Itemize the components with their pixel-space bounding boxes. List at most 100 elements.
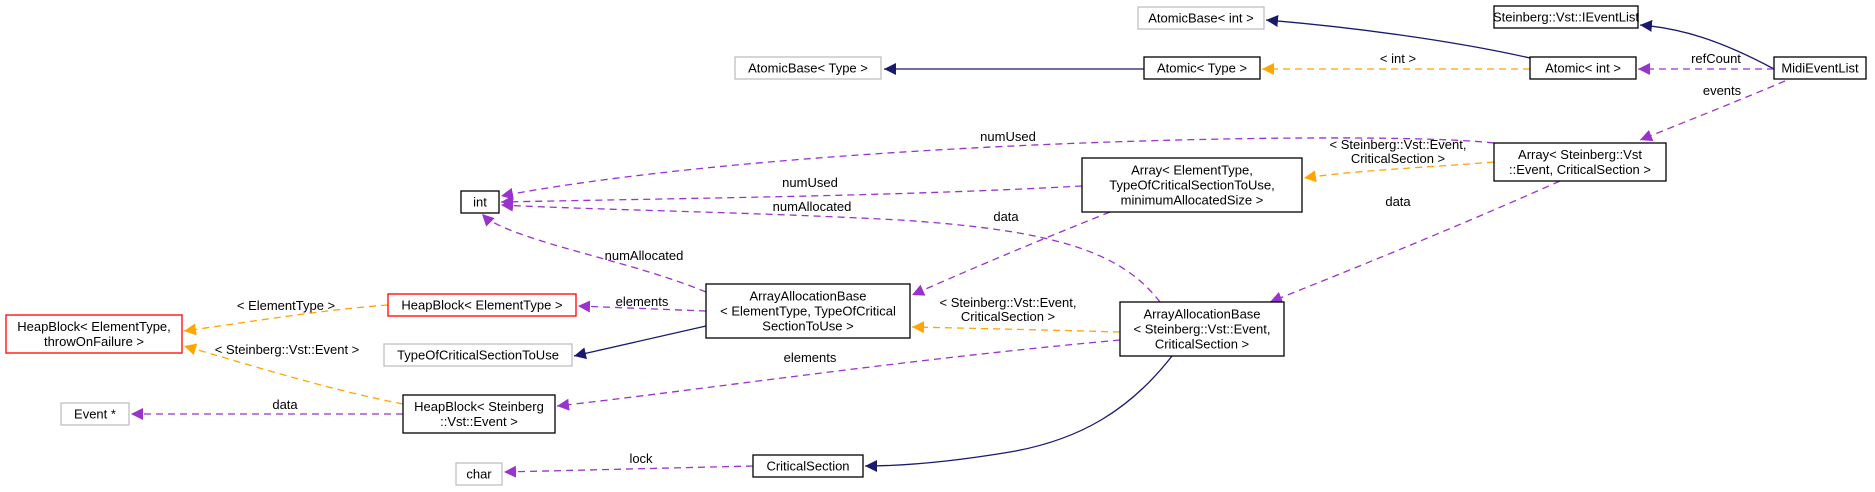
node-box <box>1143 56 1261 80</box>
edge-arraygeneric-numused <box>500 185 1083 208</box>
node-box <box>387 293 577 317</box>
edge-atomicint-to-atomicbaseint <box>1265 15 1531 59</box>
node-box <box>705 283 911 339</box>
edge-label-line: < int > <box>1380 51 1416 66</box>
node-label: ArrayAllocationBase <box>1143 307 1260 322</box>
node-box <box>1493 5 1639 29</box>
edge-label-line: numAllocated <box>773 199 852 214</box>
node-label: HeapBlock< ElementType > <box>401 298 562 313</box>
node-label: throwOnFailure > <box>44 334 144 349</box>
edge-label-line: data <box>1385 194 1411 209</box>
node-box <box>60 402 130 426</box>
node-box <box>383 343 573 367</box>
node-label: minimumAllocatedSize > <box>1121 193 1264 208</box>
node-label: int <box>473 195 487 210</box>
edge-label-refcount: refCount <box>1691 51 1741 66</box>
edge-aabevent-elements <box>556 339 1121 411</box>
edge-midi-to-ieventlist <box>1639 19 1775 70</box>
edge-label-line: numUsed <box>782 175 838 190</box>
node-label: SectionToUse > <box>762 319 853 334</box>
node-label: MidiEventList <box>1781 61 1859 76</box>
midi-event-list-node[interactable]: MidiEventList <box>1773 56 1867 80</box>
node-label: < Steinberg::Vst::Event, <box>1134 322 1271 337</box>
node-box <box>460 190 500 214</box>
node-box <box>402 394 556 434</box>
critical-section-node[interactable]: CriticalSection <box>752 454 864 478</box>
edge-arrayevent-numused <box>500 137 1495 200</box>
edge-label-line: CriticalSection > <box>1351 151 1445 166</box>
edge-aabgeneric-data <box>911 211 1111 296</box>
node-label: Event * <box>74 407 116 422</box>
edge-label-line: data <box>993 209 1019 224</box>
array-generic-node[interactable]: Array< ElementType,TypeOfCriticalSection… <box>1081 157 1303 213</box>
edge-aabevent-criticalsection <box>864 355 1173 472</box>
edge-aabgeneric-template-event <box>911 321 1121 334</box>
array-event-node[interactable]: Array< Steinberg::Vst::Event, CriticalSe… <box>1493 142 1667 182</box>
heapblock-generic-node[interactable]: HeapBlock< ElementType,throwOnFailure > <box>5 314 183 354</box>
edge-label-data-mid: data <box>993 209 1019 224</box>
node-label: HeapBlock< Steinberg <box>414 399 544 414</box>
edge-label-lt-event-cs-mid: < Steinberg::Vst::Event,CriticalSection … <box>940 295 1077 324</box>
typeofcs-node[interactable]: TypeOfCriticalSectionToUse <box>383 343 573 367</box>
node-label: < ElementType, TypeOfCritical <box>720 304 896 319</box>
edge-label-line: CriticalSection > <box>961 309 1055 324</box>
edge-label-line: lock <box>629 451 653 466</box>
edge-aabgeneric-typeofcs <box>573 325 707 360</box>
edge-label-line: < Steinberg::Vst::Event > <box>215 342 360 357</box>
node-box <box>752 454 864 478</box>
edge-label-events: events <box>1703 83 1742 98</box>
edge-criticalsection-lock <box>503 465 754 478</box>
atomic-type-node[interactable]: Atomic< Type > <box>1143 56 1261 80</box>
edge-label-numallocated-left: numAllocated <box>605 248 684 263</box>
edge-label-line: events <box>1703 83 1742 98</box>
array-allocation-base-event-node[interactable]: ArrayAllocationBase< Steinberg::Vst::Eve… <box>1119 301 1285 357</box>
edge-label-lock: lock <box>629 451 653 466</box>
heapblock-event-node[interactable]: HeapBlock< Steinberg::Vst::Event > <box>402 394 556 434</box>
edge-label-data-right: data <box>1385 194 1411 209</box>
edge-aabevent-numallocated <box>500 199 1161 303</box>
node-label: AtomicBase< Type > <box>748 61 868 76</box>
node-label: ::Event, CriticalSection > <box>1509 162 1651 177</box>
edge-heapblock-elementtype <box>183 304 389 336</box>
edge-label-elements-top: elements <box>616 294 669 309</box>
edge-label-numallocated-mid: numAllocated <box>773 199 852 214</box>
atomic-base-type-node[interactable]: AtomicBase< Type > <box>734 56 882 80</box>
edge-label-lt-int: < int > <box>1380 51 1416 66</box>
atomic-int-node[interactable]: Atomic< int > <box>1529 56 1637 80</box>
int-node[interactable]: int <box>460 190 500 214</box>
node-box <box>1119 301 1285 357</box>
edge-aabgeneric-numallocated <box>481 213 707 293</box>
node-label: ArrayAllocationBase <box>749 289 866 304</box>
node-box <box>455 462 503 486</box>
edge-label-line: elements <box>616 294 669 309</box>
node-label: Steinberg::Vst::IEventList <box>1493 10 1639 25</box>
node-label: CriticalSection <box>766 459 849 474</box>
node-label: Atomic< int > <box>1545 61 1621 76</box>
node-label: Array< ElementType, <box>1131 163 1253 178</box>
edge-label-line: < Steinberg::Vst::Event, <box>1330 137 1467 152</box>
array-allocation-base-generic-node[interactable]: ArrayAllocationBase< ElementType, TypeOf… <box>705 283 911 339</box>
edge-label-line: data <box>272 397 298 412</box>
event-ptr-node[interactable]: Event * <box>60 402 130 426</box>
edge-label-line: refCount <box>1691 51 1741 66</box>
edge-midi-events <box>1639 80 1786 142</box>
atomic-base-int-node[interactable]: AtomicBase< int > <box>1137 6 1265 30</box>
edge-aabgeneric-elements <box>577 300 707 313</box>
edge-labels-layer: refCount < int > events numUsed < Steinberg:… <box>215 51 1742 466</box>
edge-label-line: < Steinberg::Vst::Event, <box>940 295 1077 310</box>
node-label: ::Vst::Event > <box>440 414 518 429</box>
node-label: Atomic< Type > <box>1157 61 1247 76</box>
node-box <box>734 56 882 80</box>
heapblock-elementtype-node[interactable]: HeapBlock< ElementType > <box>387 293 577 317</box>
node-label: char <box>466 467 492 482</box>
edge-heapblock-event-template <box>183 343 404 405</box>
char-node[interactable]: char <box>455 462 503 486</box>
edge-label-elements-mid: elements <box>784 350 837 365</box>
ievent-list-node[interactable]: Steinberg::Vst::IEventList <box>1493 5 1639 29</box>
edges-layer <box>131 15 1786 478</box>
edge-aabevent-data <box>1269 180 1561 304</box>
node-label: TypeOfCriticalSectionToUse, <box>1109 178 1274 193</box>
edge-label-line: numUsed <box>980 129 1036 144</box>
node-box <box>1081 157 1303 213</box>
